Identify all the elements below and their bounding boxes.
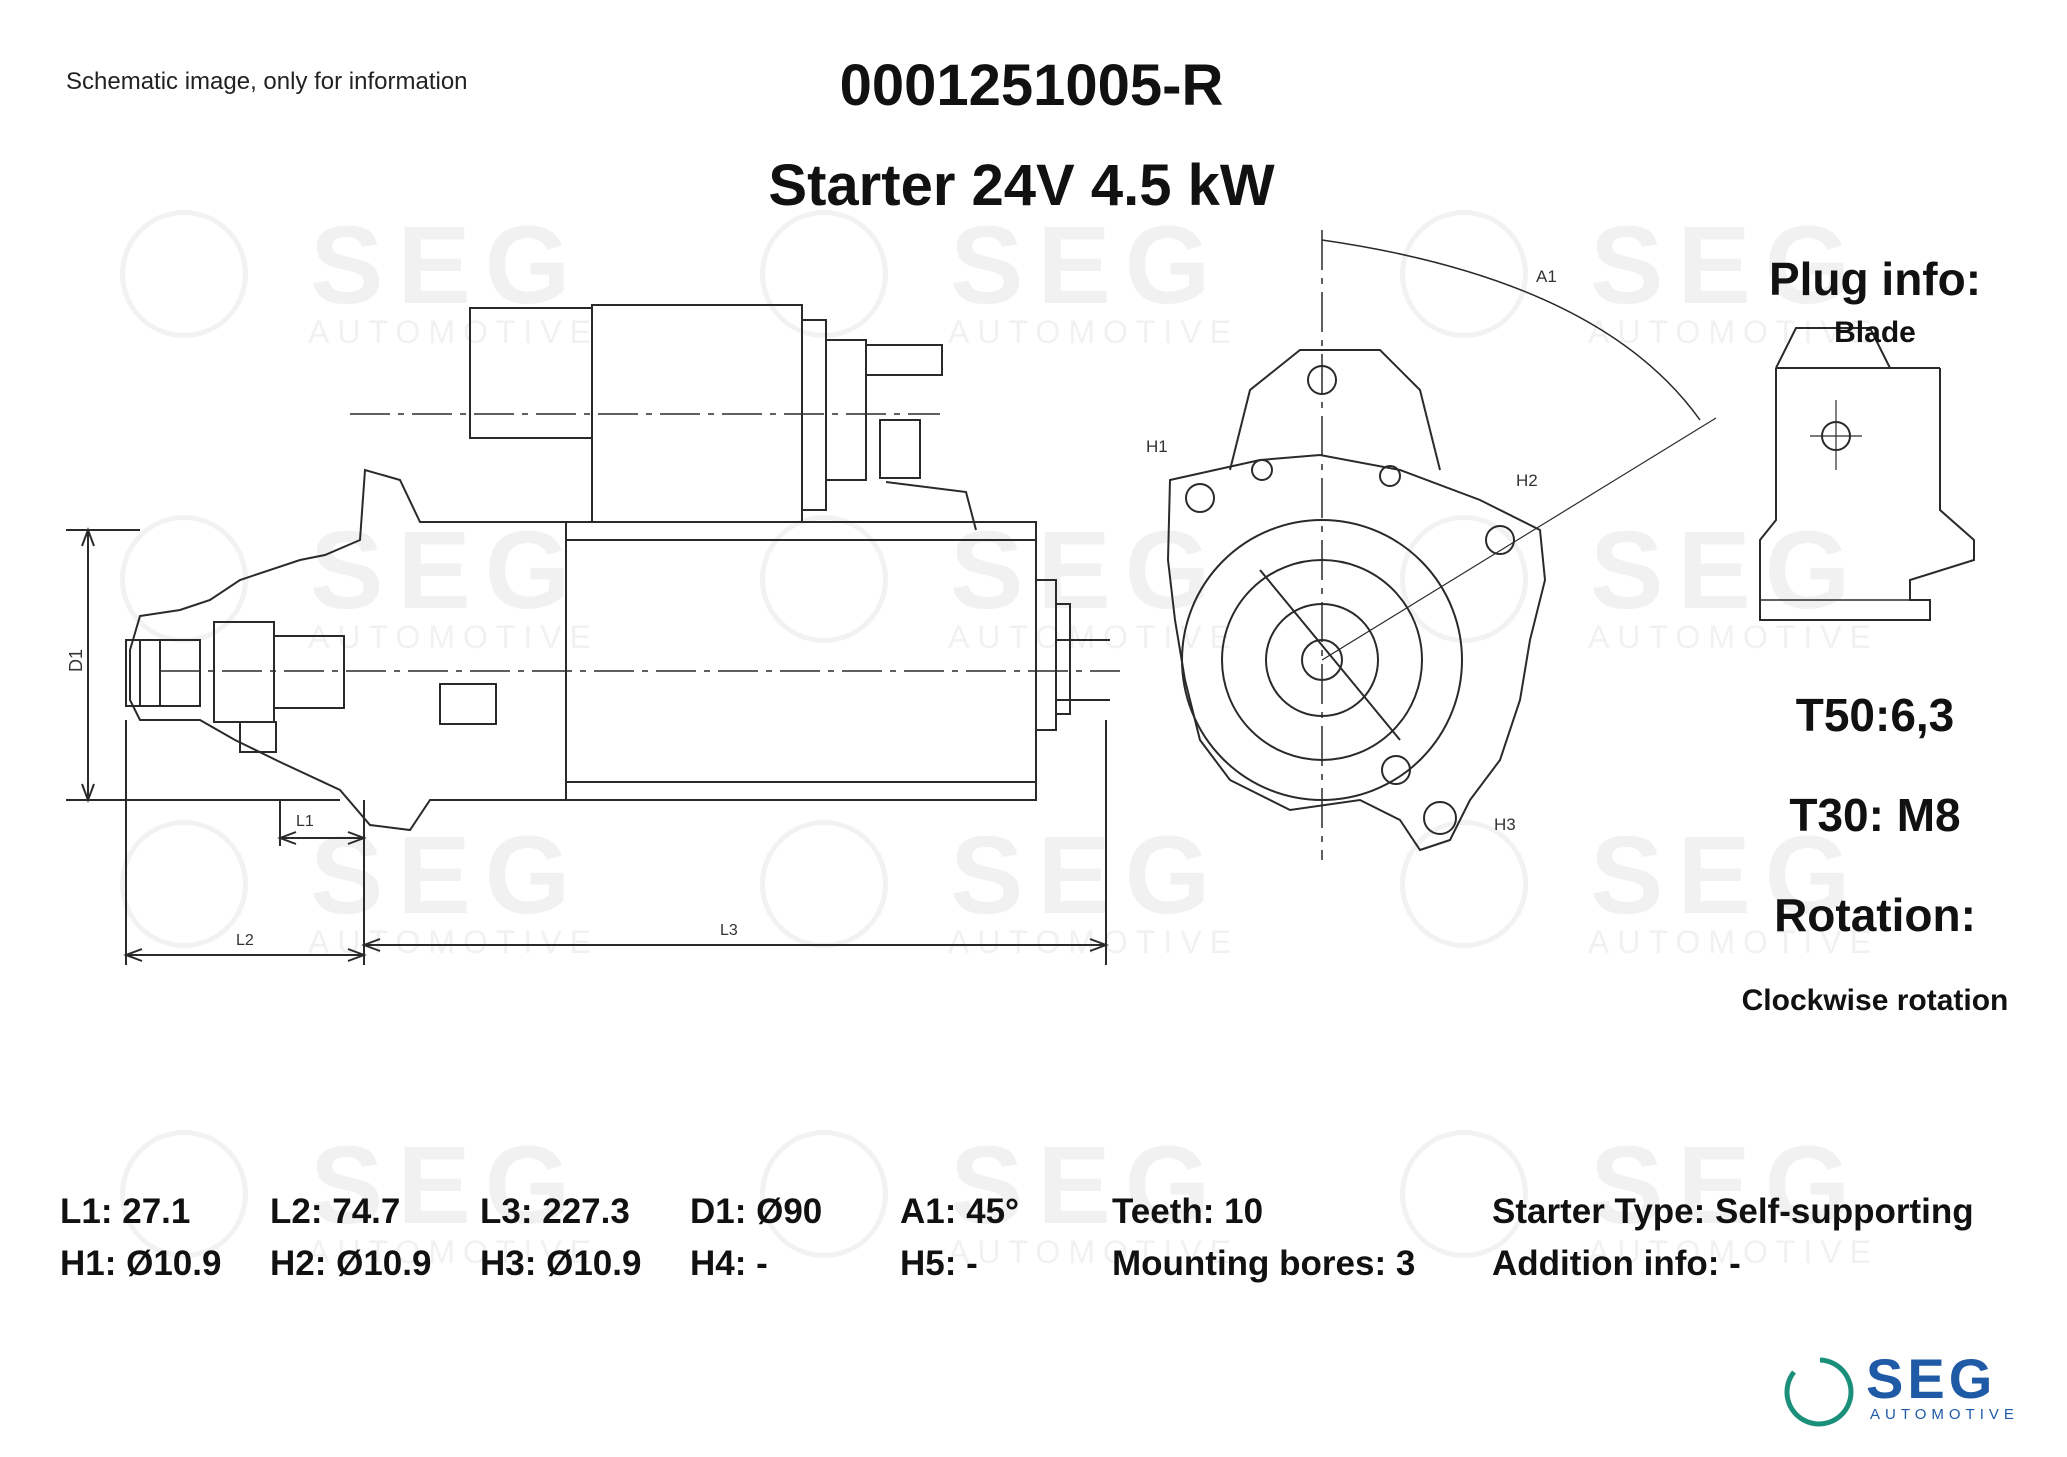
spec-h5: H5: -: [900, 1244, 978, 1283]
plug-type: Blade: [1834, 316, 1916, 349]
drive-end-housing: [129, 468, 566, 832]
spec-h1: H1: Ø10.9: [60, 1244, 222, 1283]
dim-label-l2: L2: [236, 932, 254, 949]
dim-label-a1: A1: [1536, 267, 1557, 286]
logo-sub: AUTOMOTIVE: [1870, 1406, 2019, 1423]
rotation-value: Clockwise rotation: [1741, 984, 2009, 1017]
part-number: 0001251005-R: [0, 52, 2067, 119]
dim-label-d1: D1: [66, 649, 86, 672]
dim-label-h2: H2: [1516, 471, 1538, 490]
schematic-note: Schematic image, only for information: [66, 68, 468, 95]
spec-l2: L2: 74.7: [270, 1192, 401, 1231]
dim-label-l1: L1: [296, 813, 314, 830]
spec-teeth: Teeth: 10: [1112, 1192, 1264, 1231]
motor-housing: [565, 521, 1037, 801]
dim-label-l3: L3: [720, 922, 738, 939]
plug-info-heading: Plug info:: [1768, 253, 1982, 305]
terminal-t50: T50:6,3: [1795, 689, 1955, 741]
spec-d1: D1: Ø90: [690, 1192, 823, 1231]
product-title-text: Starter 24V 4.5 kW: [768, 153, 1275, 218]
spec-h3: H3: Ø10.9: [480, 1244, 642, 1283]
pinion: [125, 639, 201, 707]
rotation-heading: Rotation:: [1774, 889, 1976, 941]
dim-label-h3: H3: [1494, 815, 1516, 834]
spec-h4: H4: -: [690, 1244, 768, 1283]
spec-addition-info: Addition info: -: [1492, 1244, 1741, 1283]
seg-automotive-logo: SEG AUTOMOTIVE: [1780, 1347, 2030, 1430]
logo-ring-icon: [1784, 1357, 1854, 1427]
spec-starter-type: Starter Type: Self-supporting: [1492, 1192, 1974, 1231]
blade-plug-drawing: [1759, 327, 1975, 621]
part-number-text: 0001251005-R: [839, 53, 1224, 118]
spec-a1: A1: 45°: [900, 1192, 1020, 1231]
terminal-t30: T30: M8: [1789, 789, 1961, 841]
spec-l3: L3: 227.3: [480, 1192, 630, 1231]
spec-l1: L1: 27.1: [60, 1192, 191, 1231]
logo-brand: SEG: [1866, 1347, 1997, 1410]
spec-mounting-bores: Mounting bores: 3: [1112, 1244, 1416, 1283]
end-view-drawing: A1 H1 H2 H3: [1146, 230, 1717, 860]
product-title: Starter 24V 4.5 kW: [0, 152, 2067, 219]
dim-label-h1: H1: [1146, 437, 1168, 456]
spec-h2: H2: Ø10.9: [270, 1244, 432, 1283]
